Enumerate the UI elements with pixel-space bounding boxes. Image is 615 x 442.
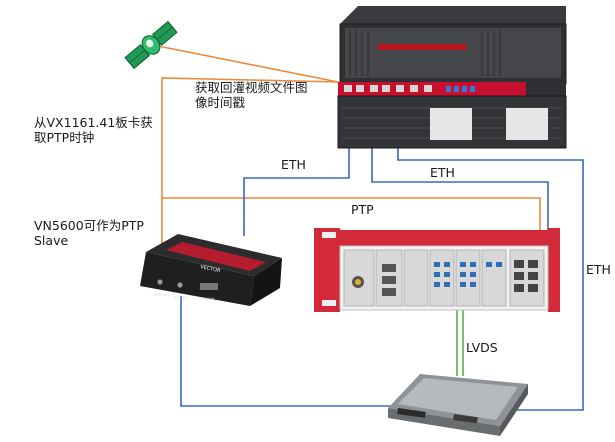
vn5600-device: VECTOR ETH 1/2 ETH 3/4 CAN/LIN [140, 234, 282, 306]
lvds-connections [456, 302, 464, 376]
ptp-clock-source-line-2: 取PTP时钟 [34, 130, 95, 145]
video-timestamp-line-2: 像时间戳 [195, 95, 246, 110]
vn5600-brand-label: VECTOR [200, 264, 222, 274]
eth-label-right: ETH [586, 262, 611, 277]
vn5600-port-label-1: ETH 1/2 [154, 293, 168, 297]
vn5600-slave-line-2: Slave [34, 233, 69, 248]
eth-label-center: ETH [430, 165, 455, 180]
lvds-label: LVDS [466, 340, 498, 355]
vn5600-port-label-2: ETH 3/4 [174, 296, 188, 300]
eth-line-vn5600-to-ecu [180, 296, 398, 407]
rack-server [337, 6, 567, 149]
modular-chassis [314, 228, 560, 312]
ptp-line-server-to-vn5600 [161, 77, 339, 252]
ptp-label: PTP [351, 202, 374, 217]
video-timestamp-label: 获取回灌视频文件图 像时间戳 [195, 80, 308, 110]
ecu-controller [388, 374, 528, 436]
vn5600-slave-line-1: VN5600可作为PTP [34, 218, 144, 233]
vn5600-slave-label: VN5600可作为PTP Slave [34, 218, 144, 248]
eth-label-left: ETH [281, 157, 306, 172]
video-timestamp-line-1: 获取回灌视频文件图 [195, 80, 308, 95]
satellite-icon [124, 20, 178, 70]
vn5600-port-label-3: CAN/LIN [200, 297, 215, 301]
ptp-clock-source-line-1: 从VX1161.41板卡获 [34, 115, 153, 130]
ptp-clock-source-label: 从VX1161.41板卡获 取PTP时钟 [34, 115, 153, 145]
ptp-line-satellite-to-server [157, 45, 339, 83]
